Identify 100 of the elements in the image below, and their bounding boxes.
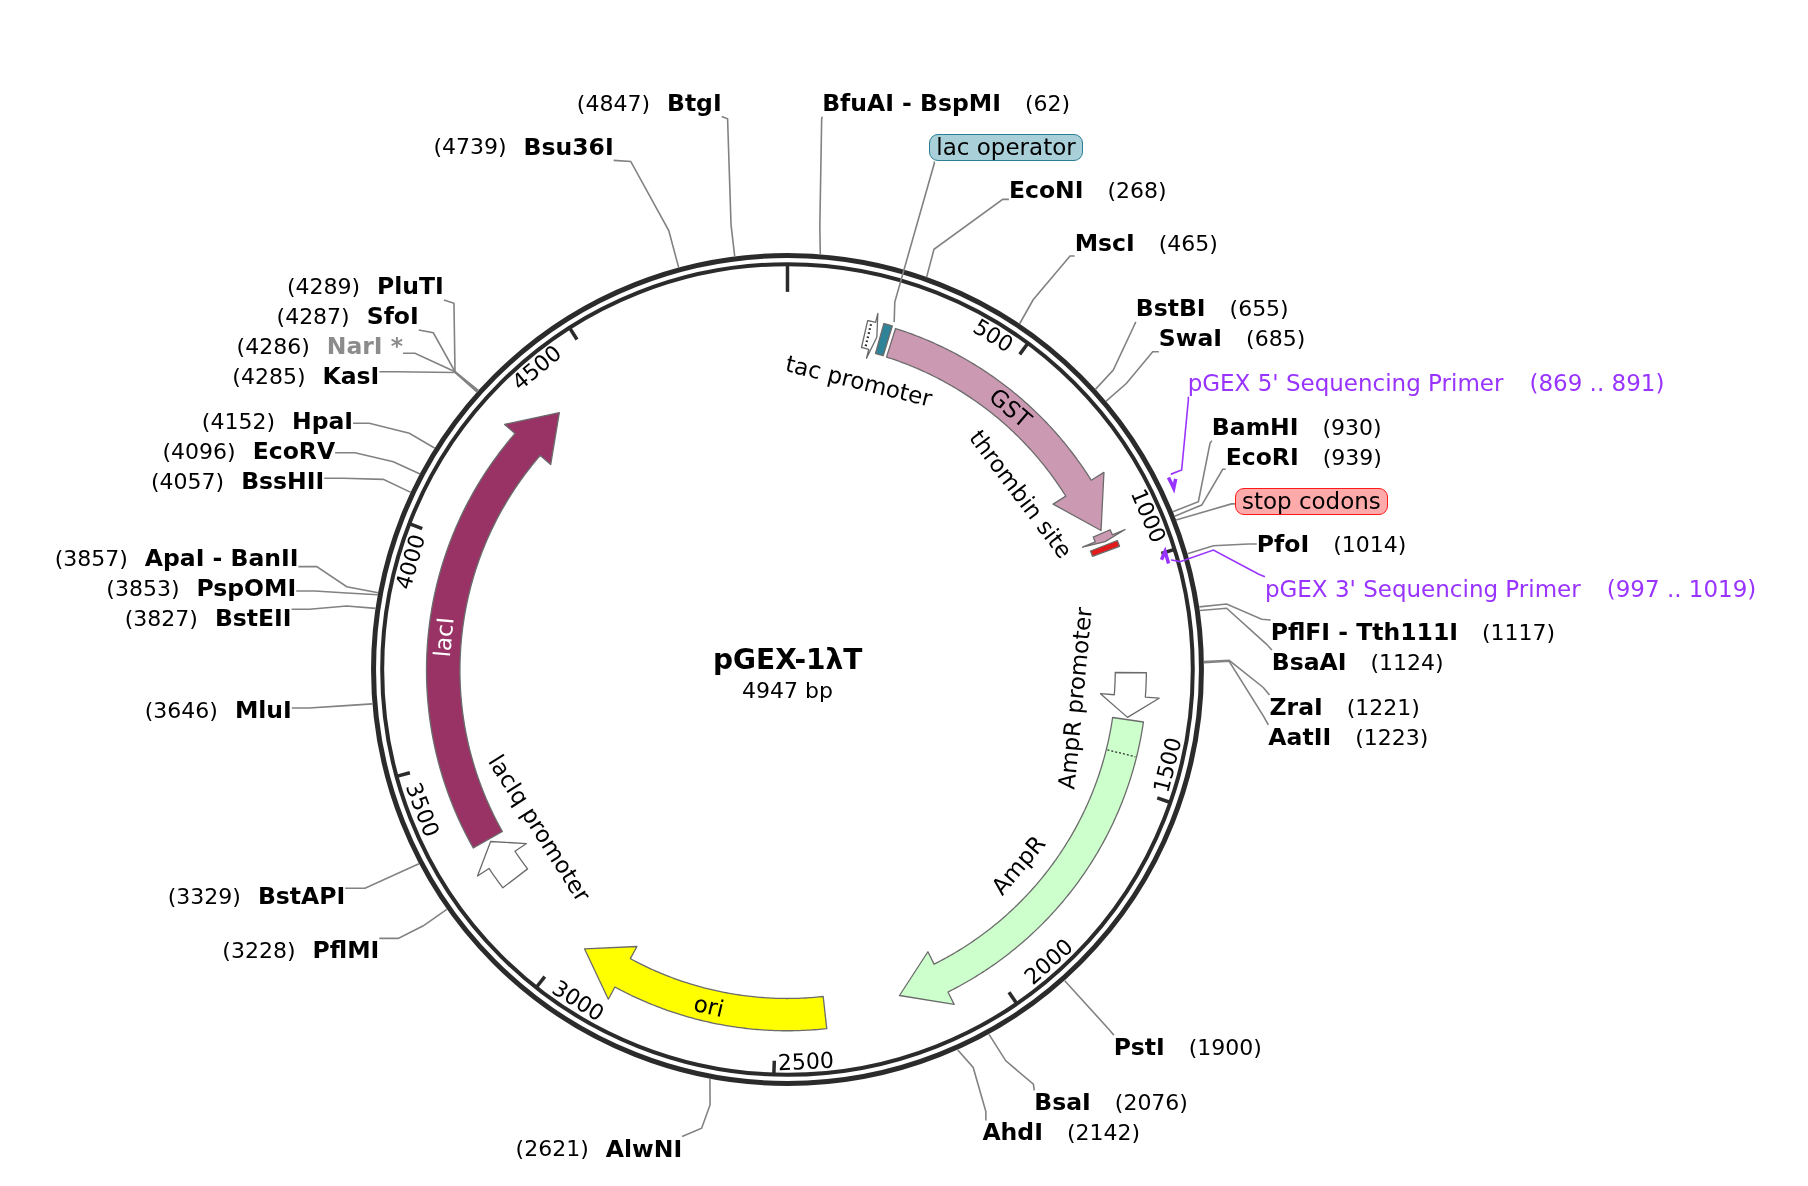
site-position: (1117) [1482,620,1556,646]
leader-line [344,863,420,890]
tick-label: 1000 [1127,486,1170,547]
leader-line [1186,543,1258,555]
site-position: (4152) [201,409,275,435]
enzyme-label: EcoNI [1008,178,1084,205]
enzyme-label: SfoI [366,304,419,330]
enzyme-label: HpaI [292,409,354,435]
plasmid-length: 4947 bp [742,678,833,704]
site-position: (1223) [1355,725,1429,750]
feature-callout: lac operator [929,134,1083,162]
site-position: (4096) [162,439,236,464]
leader-line [893,160,936,323]
enzyme-label: EcoRV [252,439,336,465]
enzyme-label: AlwNI [605,1136,683,1163]
feature-label: ori [691,989,727,1023]
site-position: (2142) [1066,1121,1141,1146]
enzyme-label: PspOMI [196,576,297,603]
enzyme-label: ZraI [1269,694,1323,721]
leader-line [291,703,374,709]
primer-mark [1158,549,1171,567]
enzyme-label: KasI [322,364,380,390]
site-position: (4286) [236,334,310,360]
enzyme-label: BsaI [1034,1090,1091,1117]
site-position: (1014) [1333,533,1407,558]
primer-label: pGEX 3' Sequencing Primer [1264,576,1581,602]
enzyme-label: EcoRI [1225,444,1299,471]
site-position: (1221) [1346,695,1420,720]
leader-line [1105,350,1160,403]
leader-line [1172,439,1213,513]
leader-line [925,198,1010,279]
site-position: (4847) [576,91,650,116]
tick-label: 4000 [392,532,429,592]
leader-line [1198,603,1272,621]
enzyme-label: AatII [1268,724,1332,751]
leader-line [1094,321,1137,391]
leader-line [988,1033,1036,1092]
leader-line [352,422,436,450]
leader-line [819,115,823,256]
enzyme-label: BssHII [241,468,325,495]
site-position: (465) [1158,232,1218,257]
site-feature [1080,527,1127,549]
site-position: (4289) [286,274,361,300]
site-position: (655) [1229,296,1289,322]
site-position: (3329) [167,884,241,910]
leader-line [290,605,377,611]
primer-mark [1165,475,1178,491]
promoter-feature [859,311,880,360]
feature-label: GST [984,383,1037,434]
leader-line [612,159,680,269]
site-position: (2621) [515,1137,589,1162]
leader-line [1203,659,1271,696]
enzyme-label: AhdI [982,1120,1043,1147]
enzyme-label: BstEII [214,606,292,633]
enzyme-label: BfuAI - BspMI [822,90,1001,117]
tick-label: 2500 [777,1049,835,1074]
enzyme-label: BtgI [666,90,722,117]
site-position: (930) [1322,415,1382,440]
primer-label: pGEX 5' Sequencing Primer [1187,371,1504,397]
leader-line [378,370,478,393]
enzyme-label: SwaI [1158,326,1223,352]
plasmid-name: pGEX-1λT [713,643,863,676]
enzyme-label: PflMI [312,938,380,965]
enzyme-label: MluI [234,698,292,725]
site-position: (1124) [1370,650,1444,675]
feature-label: lacI [429,616,460,659]
leader-line [443,299,480,392]
site-position: (1900) [1188,1035,1262,1061]
enzyme-label: PfoI [1256,532,1310,559]
site-position: (4739) [433,135,507,160]
leader-line [297,565,380,594]
leader-line [720,115,736,258]
feature-label: AmpR promoter [1053,605,1098,791]
site-position: (3827) [124,607,198,632]
promoter-feature [1098,671,1161,720]
enzyme-label: BstBI [1135,296,1206,322]
feature-label: tac promoter [783,350,935,413]
site-position: (4287) [276,304,350,330]
leader-line [323,477,412,494]
site-position: (2076) [1114,1091,1188,1116]
enzyme-label: BstAPI [257,884,346,910]
tick-label: 3500 [401,780,442,841]
leader-line [1018,255,1076,325]
operator-feature [874,321,895,358]
site-position: (4057) [151,469,225,494]
site-position: (268) [1107,179,1167,204]
tick-label: 500 [969,315,1017,357]
enzyme-label: Bsu36I [523,134,614,161]
enzyme-label: BsaAI [1271,650,1347,676]
leader-line [1203,660,1270,726]
leader-line [957,1049,987,1122]
leader-line [402,352,479,393]
enzyme-label: NarI * [326,334,404,360]
enzyme-label: PluTI [377,274,444,300]
leader-line [681,1078,711,1138]
enzyme-label: MscI [1074,231,1135,258]
enzyme-label: PflFI - Tth111I [1270,620,1459,646]
leader-line [1198,607,1273,651]
feature-callout: stop codons [1234,488,1388,516]
leader-line [295,590,379,596]
